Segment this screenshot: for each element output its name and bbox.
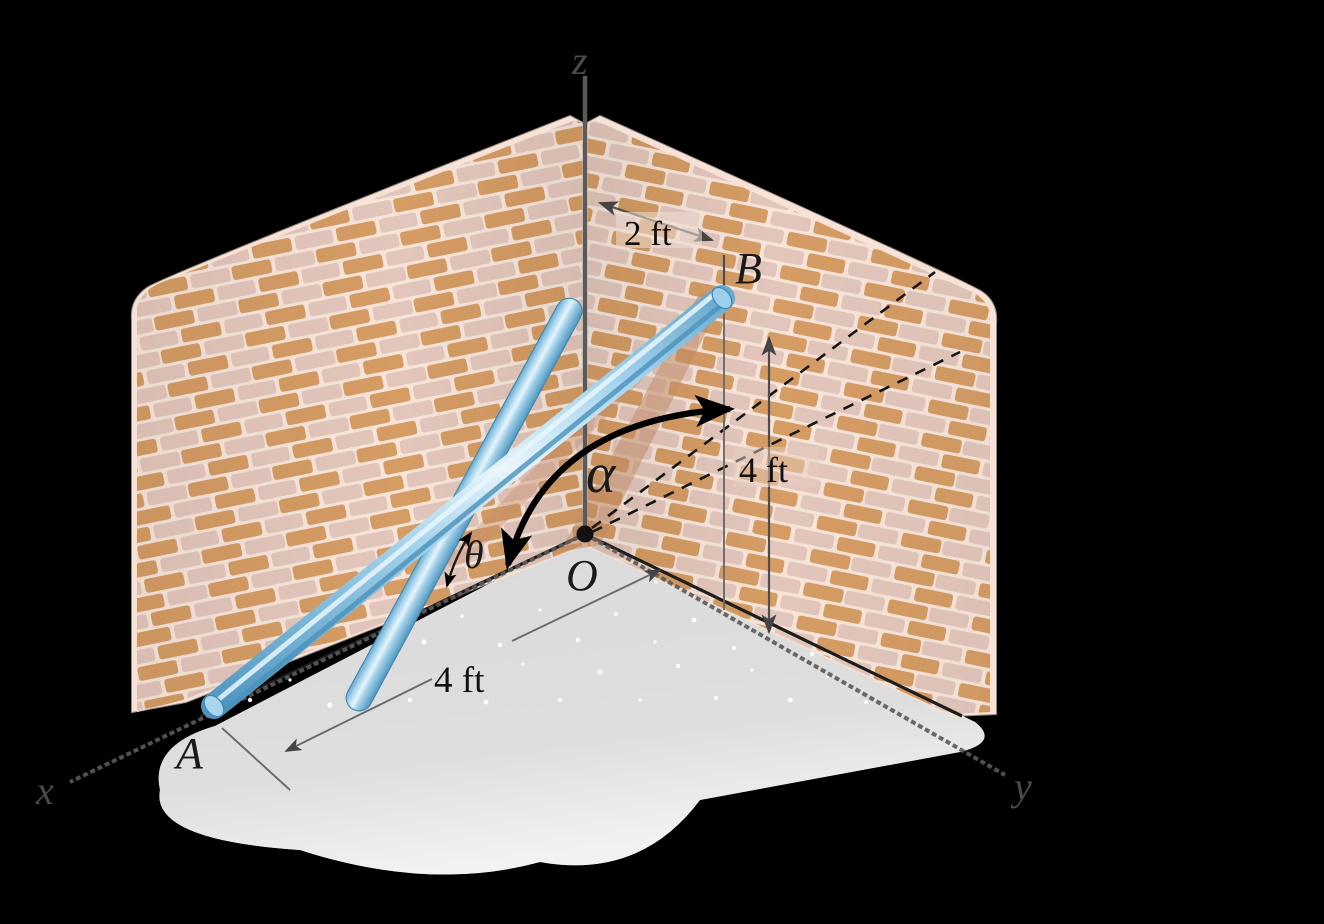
dimension-4ft-floor: 4 ft	[221, 569, 662, 791]
dimension-label-2ft: 2 ft	[624, 214, 672, 253]
dim-line-4ft-floor-left	[284, 678, 433, 752]
rod-end-A	[203, 694, 225, 718]
angle-theta-marker: θ	[444, 531, 484, 588]
rod-end-B	[711, 286, 733, 310]
dimension-2ft-top: 2 ft	[597, 201, 726, 300]
ext-line-A-floor	[221, 727, 291, 791]
axis-label-z: z	[571, 38, 588, 83]
angle-alpha-label: α	[586, 443, 617, 505]
axis-label-y: y	[1010, 764, 1032, 809]
angle-theta-label: θ	[464, 532, 484, 577]
alpha-double-arrow	[500, 394, 735, 570]
angle-alpha-arc: α	[500, 394, 735, 570]
x-axis	[69, 532, 586, 784]
rod-body	[201, 285, 735, 719]
origin-point-marker	[576, 525, 594, 543]
dimension-label-4ft-vertical: 4 ft	[739, 450, 788, 490]
point-label-A: A	[173, 729, 204, 778]
point-label-B: B	[735, 244, 762, 293]
dimension-label-4ft-floor: 4 ft	[434, 660, 485, 701]
axis-label-x: x	[35, 768, 54, 813]
origin-label-O: O	[566, 551, 598, 600]
dim-line-4ft-floor-right	[511, 569, 662, 642]
